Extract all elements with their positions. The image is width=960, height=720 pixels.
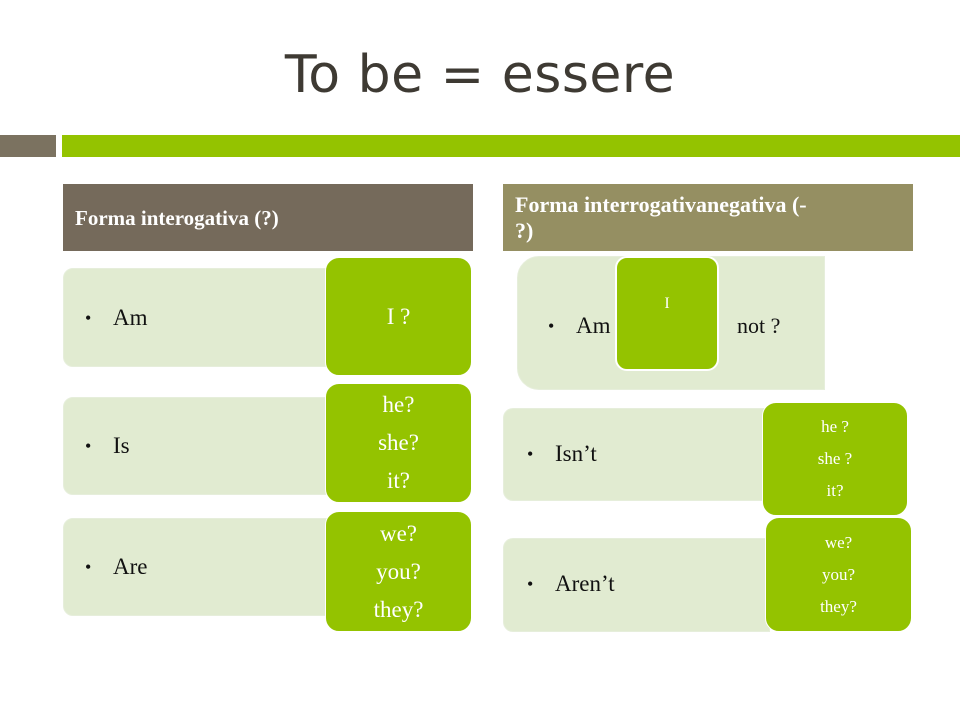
pronoun-he: he? bbox=[382, 392, 415, 417]
right-pronoun-box-isnt: he ? she ? it? bbox=[762, 402, 908, 516]
right-row-am-suffix: not ? bbox=[737, 313, 781, 338]
right-row-isnt-label: • Isn’t bbox=[527, 441, 597, 467]
pronoun-they-neg: they? bbox=[820, 596, 857, 616]
right-pronoun-box-arent: we? you? they? bbox=[765, 517, 912, 632]
right-pronoun-box-i: I bbox=[615, 256, 719, 371]
pronoun-we-neg: we? bbox=[824, 532, 853, 552]
left-row-am bbox=[63, 268, 333, 367]
pronoun-you: you? bbox=[376, 558, 421, 584]
verb-is: Is bbox=[113, 433, 130, 458]
bullet: • bbox=[548, 316, 555, 336]
verb-am: Am bbox=[113, 305, 148, 330]
left-row-are-label: • Are bbox=[85, 554, 147, 580]
pronoun-we: we? bbox=[379, 520, 418, 546]
pronoun-i-neg: I bbox=[664, 294, 670, 312]
accent-bar-dark bbox=[0, 135, 56, 157]
verb-arent: Aren’t bbox=[555, 571, 615, 596]
left-column-header: Forma interogativa (?) bbox=[63, 184, 473, 251]
bullet: • bbox=[527, 574, 534, 594]
left-row-are bbox=[63, 518, 333, 616]
left-row-is bbox=[63, 397, 333, 495]
right-row-am-label: • Am bbox=[548, 313, 611, 339]
accent-bar-green bbox=[62, 135, 960, 157]
right-row-arent bbox=[503, 538, 770, 632]
right-header-line1: Forma interrogativanegativa (- bbox=[515, 192, 807, 217]
verb-isnt: Isn’t bbox=[555, 441, 597, 466]
verb-are: Are bbox=[113, 554, 148, 579]
pronoun-you-neg: you? bbox=[821, 564, 856, 584]
left-pronoun-box-am: I ? bbox=[325, 257, 472, 376]
right-row-isnt bbox=[503, 408, 770, 501]
left-pronoun-box-is: he? she? it? bbox=[325, 383, 472, 503]
bullet: • bbox=[85, 436, 92, 456]
pronoun-he-neg: he ? bbox=[821, 417, 849, 436]
verb-am-neg: Am bbox=[576, 313, 611, 338]
pronoun-it: it? bbox=[387, 468, 410, 493]
left-pronoun-box-are: we? you? they? bbox=[325, 511, 472, 632]
pronoun-it-neg: it? bbox=[826, 481, 844, 500]
pronoun-i: I ? bbox=[386, 303, 411, 329]
bullet: • bbox=[85, 308, 92, 328]
right-row-arent-label: • Aren’t bbox=[527, 571, 615, 597]
bullet: • bbox=[527, 444, 534, 464]
left-row-is-label: • Is bbox=[85, 433, 130, 459]
pronoun-she: she? bbox=[378, 430, 419, 455]
right-header-line2: ?) bbox=[515, 218, 534, 243]
right-column-header: Forma interrogativanegativa (- ?) bbox=[503, 184, 913, 251]
pronoun-they: they? bbox=[373, 596, 424, 622]
pronoun-she-neg: she ? bbox=[817, 449, 853, 468]
left-row-am-label: • Am bbox=[85, 305, 148, 331]
slide-title: To be = essere bbox=[284, 45, 676, 105]
bullet: • bbox=[85, 557, 92, 577]
